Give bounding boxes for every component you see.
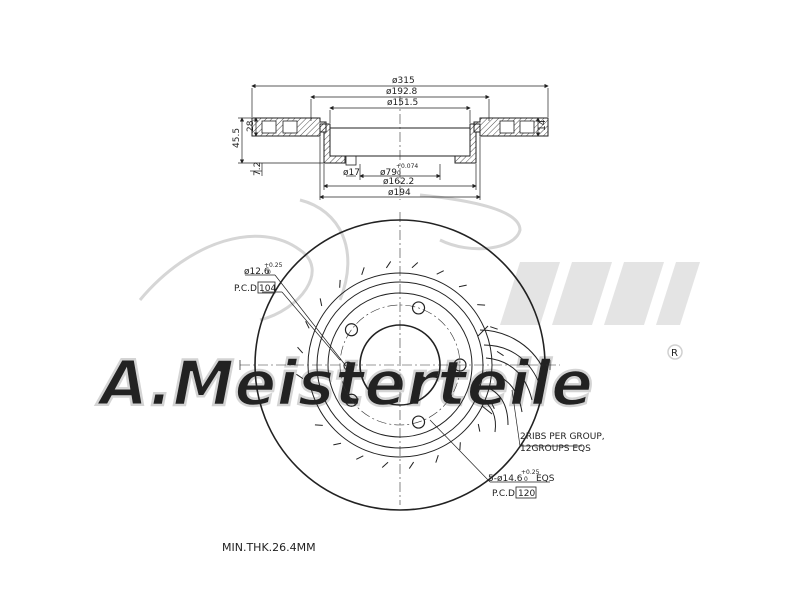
- pcd-value-small: 104: [259, 284, 276, 294]
- rib-tick: [381, 461, 389, 468]
- rib-tick: [411, 262, 419, 269]
- rib-tick: [361, 267, 365, 275]
- watermark-stripes: [500, 262, 700, 325]
- pcd-label-small: P.C.D: [234, 284, 257, 294]
- bolt-tol-upper: +0.25: [521, 469, 540, 476]
- min-thickness-note: MIN.THK.26.4MM: [222, 541, 316, 554]
- rib-tick: [319, 298, 323, 307]
- bolt-hole: [344, 323, 359, 337]
- dim-315: ø315: [392, 76, 415, 86]
- front-view: ø12.6 +0.25 0 P.C.D 104 2RIBS PER GROUP,…: [234, 212, 605, 511]
- rib-tick: [296, 373, 304, 380]
- rib-tick: [436, 270, 444, 275]
- hat-mid: [327, 292, 473, 438]
- bolt-hole: [411, 301, 426, 315]
- centre-bore: [359, 324, 441, 406]
- friction-inner-edge: [307, 272, 493, 458]
- disc-outer-edge: [254, 219, 546, 511]
- dim-162-2: ø162.2: [383, 177, 414, 187]
- rib-ticks: [296, 261, 504, 469]
- rib-tick: [496, 350, 504, 357]
- dim-45-5: 45.5: [232, 128, 242, 148]
- rib-tick: [305, 321, 310, 329]
- rib-tick: [385, 261, 392, 269]
- hole-dim-label: ø12.6: [244, 267, 270, 277]
- ribs-note-line2: 12GROUPS EQS: [520, 444, 591, 454]
- rib-tick: [302, 400, 310, 404]
- rib-tick: [458, 284, 467, 288]
- rib-tick: [356, 455, 364, 460]
- pcd-label-large: P.C.D: [492, 489, 515, 499]
- dim-7-2: 7.2: [253, 162, 263, 176]
- hole-tol-upper: +0.25: [264, 262, 283, 269]
- rib-tick: [477, 423, 481, 432]
- hole-tol-lower: 0: [267, 269, 271, 276]
- side-view: ø315 ø192.8 ø151.5 ø17 ø79 +0.074 0 ø162…: [232, 76, 549, 200]
- bolt-dim-suffix: EQS: [536, 474, 555, 484]
- dim-151-5: ø151.5: [387, 98, 418, 108]
- dim-14: 14: [538, 119, 548, 131]
- locating-hole: [343, 361, 353, 371]
- bolt-hole: [344, 393, 359, 407]
- dim-192-8: ø192.8: [386, 87, 418, 97]
- dim-17: ø17: [343, 168, 360, 178]
- rib-tick: [496, 376, 503, 384]
- rib-tick: [435, 455, 439, 463]
- bolt-tol-lower: 0: [524, 476, 528, 483]
- dim-79-tol-lower: 0: [397, 170, 401, 177]
- watermark: A.Meisterteile R: [94, 193, 700, 421]
- bolt-dim-label: 5-ø14.6: [488, 474, 523, 484]
- rib-tick: [333, 442, 342, 446]
- bolt-holes: [343, 301, 467, 429]
- rib-tick: [490, 401, 495, 409]
- ribs-note-line1: 2RIBS PER GROUP,: [520, 432, 605, 442]
- bolt-hole: [411, 415, 426, 429]
- rib-tick: [408, 461, 415, 469]
- watermark-text: A.Meisterteile: [95, 347, 593, 420]
- hat-outer: [316, 281, 484, 449]
- rib-tick: [490, 326, 498, 330]
- rib-tick: [297, 346, 304, 354]
- pcd-value-large: 120: [518, 489, 535, 499]
- registered-letter: R: [671, 348, 678, 359]
- bolt-hole: [453, 358, 467, 372]
- dim-79-tol-upper: +0.074: [396, 163, 418, 170]
- dim-79: ø79: [380, 168, 397, 178]
- pcd-circle: [339, 304, 461, 426]
- registered-mark: [667, 344, 683, 360]
- dim-28: 28: [246, 120, 256, 132]
- ribs-cutaway: [477, 325, 546, 433]
- dim-194: ø194: [388, 188, 411, 198]
